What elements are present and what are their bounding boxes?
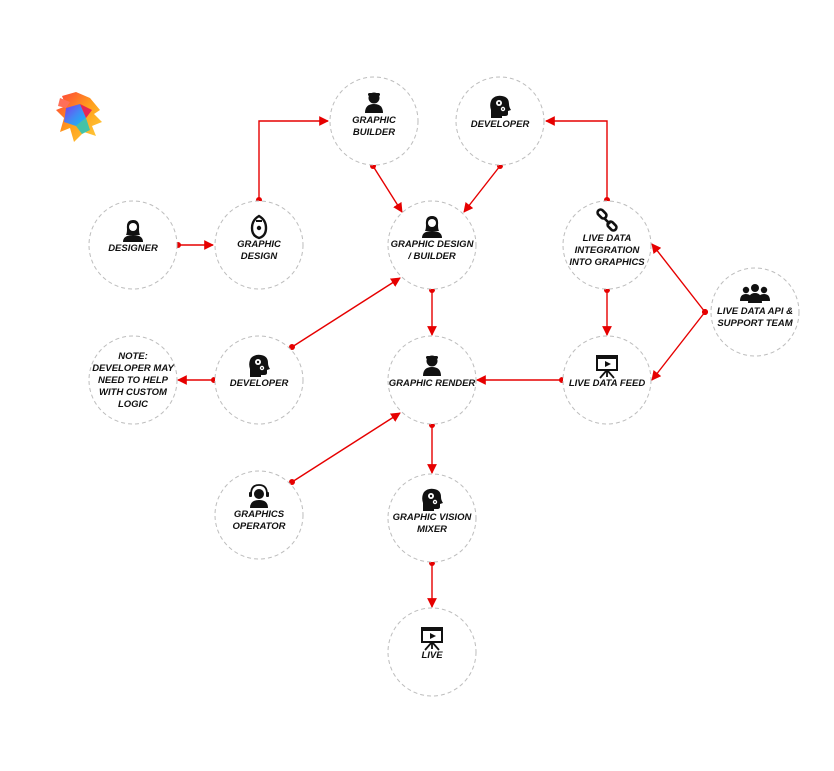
head-gears-icon	[490, 95, 511, 118]
node-graphic-render: GRAPHIC RENDER	[387, 335, 477, 425]
node-developer-top: DEVELOPER	[455, 76, 545, 166]
team-icon	[740, 284, 770, 303]
node-label-graphic-design-builder: GRAPHIC DESIGN	[391, 239, 475, 250]
node-developer-mid: DEVELOPER	[214, 335, 304, 425]
node-label-graphic-design: GRAPHIC	[237, 239, 281, 250]
connector-graphic-design-to-graphic-builder	[258, 116, 329, 200]
node-label-live: LIVE	[421, 650, 443, 661]
node-circle-live-data-api	[710, 267, 800, 357]
connector-graphic-builder-to-graphic-design-builder	[372, 165, 403, 213]
presentation-icon	[596, 355, 618, 379]
node-live-data-api: LIVE DATA API &SUPPORT TEAM	[710, 267, 800, 357]
node-label-live-data-api: SUPPORT TEAM	[717, 318, 793, 329]
connector-dot-graphics-operator-to-graphic-render	[289, 479, 295, 485]
pen-tool-icon	[250, 214, 268, 240]
person-icon	[365, 92, 383, 113]
node-label-live-data-api: LIVE DATA API &	[717, 306, 793, 317]
connector-developer-mid-to-graphic-design-builder	[291, 277, 401, 348]
node-label-note: LOGIC	[118, 399, 148, 410]
connector-developer-top-to-graphic-design-builder	[463, 165, 501, 213]
node-designer: DESIGNER	[88, 200, 178, 290]
node-label-live-data-integration: INTO GRAPHICS	[569, 257, 645, 268]
node-live-data-feed: LIVE DATA FEED	[562, 335, 652, 425]
connector-live-data-api-to-live-data-feed	[651, 311, 706, 381]
node-label-graphics-operator: GRAPHICS	[234, 509, 285, 520]
connector-dot-developer-mid-to-graphic-design-builder	[289, 344, 295, 350]
node-circle-graphic-render	[387, 335, 477, 425]
link-icon	[596, 208, 618, 232]
node-circle-graphics-operator	[214, 470, 304, 560]
node-circle-live	[387, 607, 477, 697]
woman-icon	[422, 216, 442, 238]
headset-icon	[249, 484, 269, 508]
connector-live-data-api-to-live-data-integration	[651, 243, 706, 313]
person-icon	[423, 355, 441, 376]
node-label-graphic-vision-mixer: MIXER	[417, 524, 447, 535]
node-label-developer-mid: DEVELOPER	[230, 378, 289, 389]
node-graphic-design-builder: GRAPHIC DESIGN/ BUILDER	[387, 200, 477, 290]
woman-icon	[123, 220, 143, 242]
node-label-developer-top: DEVELOPER	[471, 119, 530, 130]
node-circle-note	[88, 335, 178, 425]
node-label-designer: DESIGNER	[108, 243, 158, 254]
node-label-live-data-integration: LIVE DATA	[583, 233, 632, 244]
node-label-live-data-integration: INTEGRATION	[575, 245, 641, 256]
node-live: LIVE	[387, 607, 477, 697]
node-circle-live-data-feed	[562, 335, 652, 425]
node-circle-live-data-integration	[562, 200, 652, 290]
node-circle-designer	[88, 200, 178, 290]
node-label-graphic-render: GRAPHIC RENDER	[389, 378, 476, 389]
node-label-note: DEVELOPER MAY	[92, 363, 175, 374]
node-label-graphic-vision-mixer: GRAPHIC VISION	[393, 512, 473, 523]
node-label-live-data-feed: LIVE DATA FEED	[569, 378, 645, 389]
connector-dot-live-data-api-to-live-data-feed	[702, 309, 708, 315]
lion-logo-icon	[56, 92, 102, 142]
node-label-graphics-operator: OPERATOR	[233, 521, 286, 532]
node-circle-graphic-vision-mixer	[387, 473, 477, 563]
node-circle-developer-top	[455, 76, 545, 166]
node-circle-graphic-design	[214, 200, 304, 290]
node-label-note: NOTE:	[118, 351, 148, 362]
node-label-note: WITH CUSTOM	[99, 387, 168, 398]
node-label-graphic-design: DESIGN	[241, 251, 279, 262]
head-gears-icon	[249, 354, 270, 377]
node-label-graphic-builder: BUILDER	[353, 127, 395, 138]
node-circle-developer-mid	[214, 335, 304, 425]
node-label-graphic-builder: GRAPHIC	[352, 115, 396, 126]
node-label-graphic-design-builder: / BUILDER	[407, 251, 456, 262]
connector-graphics-operator-to-graphic-render	[291, 412, 401, 483]
head-gears-icon	[422, 488, 443, 511]
node-label-note: NEED TO HELP	[98, 375, 169, 386]
node-circle-graphic-builder	[329, 76, 419, 166]
connector-live-data-integration-to-developer-top	[545, 116, 608, 200]
presentation-icon	[421, 627, 443, 651]
node-circle-graphic-design-builder	[387, 200, 477, 290]
